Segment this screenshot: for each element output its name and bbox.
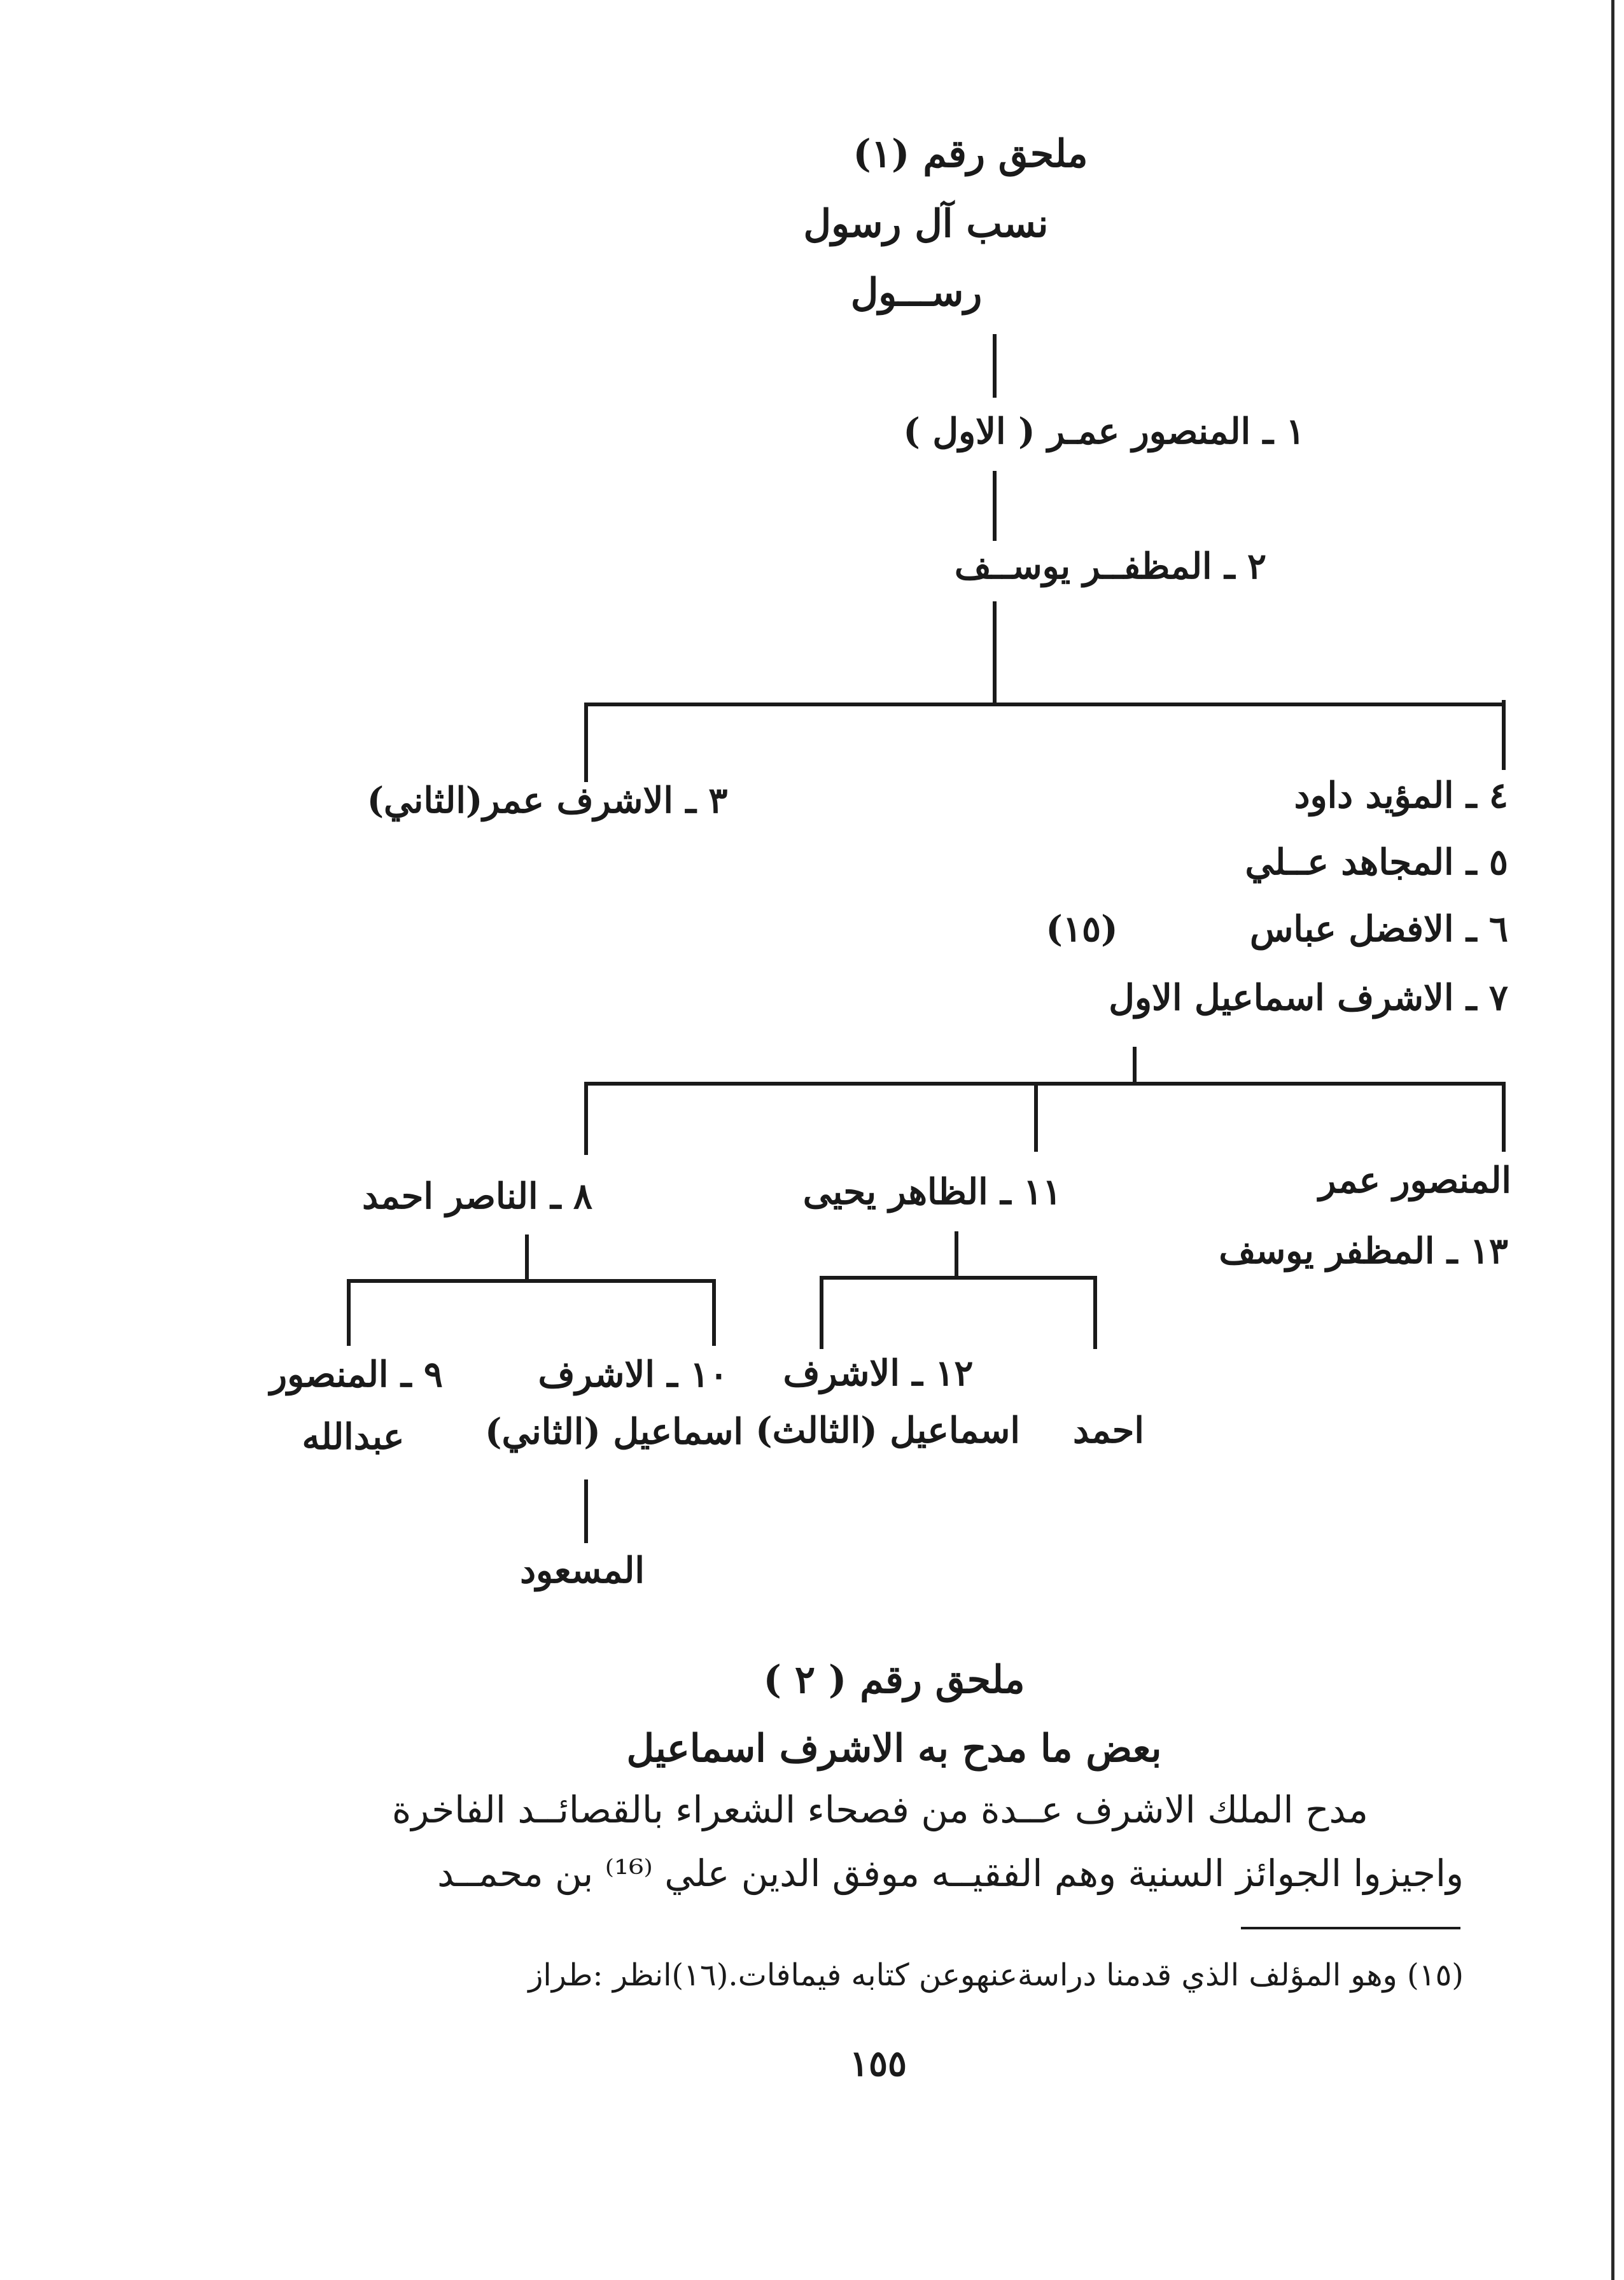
connector-to-n9 xyxy=(347,1279,351,1346)
appendix-1-title: ملحق رقم (١) xyxy=(853,132,1088,176)
tree-node-6-footnote-ref: (١٥) xyxy=(1046,908,1118,950)
branch-bar-n11-children xyxy=(820,1276,1097,1280)
connector-n7-branch xyxy=(1133,1047,1137,1085)
connector-n8-branch xyxy=(525,1234,529,1282)
appendix-2-title: ملحق رقم ( ٢ ) xyxy=(763,1658,1025,1702)
footnote: (١٥) وهو المؤلف الذي قدمنا دراسةعنهوعن ك… xyxy=(528,1957,1464,1993)
footnote-separator xyxy=(1241,1927,1460,1929)
tree-node-9-line2: عبدالله xyxy=(302,1416,405,1458)
appendix-1-subtitle: نسب آل رسول xyxy=(803,202,1049,246)
tree-root-rasul: رســـول xyxy=(850,270,983,315)
connector-to-n11 xyxy=(1034,1082,1038,1152)
connector-to-ahmad xyxy=(1093,1276,1097,1349)
tree-node-mansur-umar: المنصور عمر xyxy=(1319,1159,1511,1201)
tree-node-3: ٣ ـ الاشرف عمر(الثاني) xyxy=(367,780,728,822)
tree-node-10-line1: ١٠ ـ الاشرف xyxy=(538,1353,729,1395)
connector-to-n8 xyxy=(584,1082,588,1155)
tree-node-2: ٢ ـ المظفــر يوســف xyxy=(954,545,1267,587)
branch-bar-gen8 xyxy=(584,1082,1506,1086)
connector-to-n12 xyxy=(820,1276,823,1349)
connector-to-n3 xyxy=(584,703,588,782)
tree-node-7: ٧ ـ الاشرف اسماعيل الاول xyxy=(1109,977,1508,1019)
tree-node-ahmad: احمد xyxy=(1073,1409,1144,1451)
tree-node-9-line1: ٩ ـ المنصور xyxy=(270,1353,443,1395)
tree-node-10-line2: اسماعيل (الثاني) xyxy=(485,1411,743,1453)
page-number: ١٥٥ xyxy=(849,2043,907,2085)
branch-bar-n8-children xyxy=(347,1279,716,1283)
connector-to-n4 xyxy=(1502,700,1506,770)
branch-bar-gen3 xyxy=(584,703,1506,706)
tree-node-8: ٨ ـ الناصر احمد xyxy=(362,1175,592,1217)
connector-n2-branch xyxy=(993,601,997,703)
connector-n10-masud xyxy=(584,1479,588,1543)
tree-node-4: ٤ ـ المؤيد داود xyxy=(1294,774,1508,816)
tree-node-13: ١٣ ـ المظفر يوسف xyxy=(1219,1230,1508,1272)
tree-node-1: ١ ـ المنصور عمـر ( الاول ) xyxy=(903,410,1305,452)
page-edge xyxy=(1611,0,1614,2280)
connector-to-mansur-umar xyxy=(1502,1082,1506,1152)
appendix-2-paragraph-line1: مدح الملك الاشرف عــدة من فصحاء الشعراء … xyxy=(391,1788,1368,1831)
tree-node-5: ٥ ـ المجاهد عــلي xyxy=(1245,841,1508,883)
tree-node-11: ١١ ـ الظاهر يحيى xyxy=(802,1171,1062,1213)
connector-n1-n2 xyxy=(993,471,997,541)
tree-node-12-line1: ١٢ ـ الاشرف xyxy=(783,1352,974,1394)
appendix-2-subtitle: بعض ما مدح به الاشرف اسماعيل xyxy=(626,1726,1162,1771)
tree-node-masud: المسعود xyxy=(520,1549,645,1591)
tree-node-12-line2: اسماعيل (الثالث) xyxy=(755,1409,1020,1451)
connector-root-n1 xyxy=(993,334,997,398)
connector-to-n10 xyxy=(712,1279,716,1346)
connector-n11-branch xyxy=(955,1231,958,1279)
tree-node-6: ٦ ـ الافضل عباس xyxy=(1250,908,1508,950)
appendix-2-paragraph-line2: واجيزوا الجوائز السنية وهم الفقيــه موفق… xyxy=(437,1852,1464,1895)
